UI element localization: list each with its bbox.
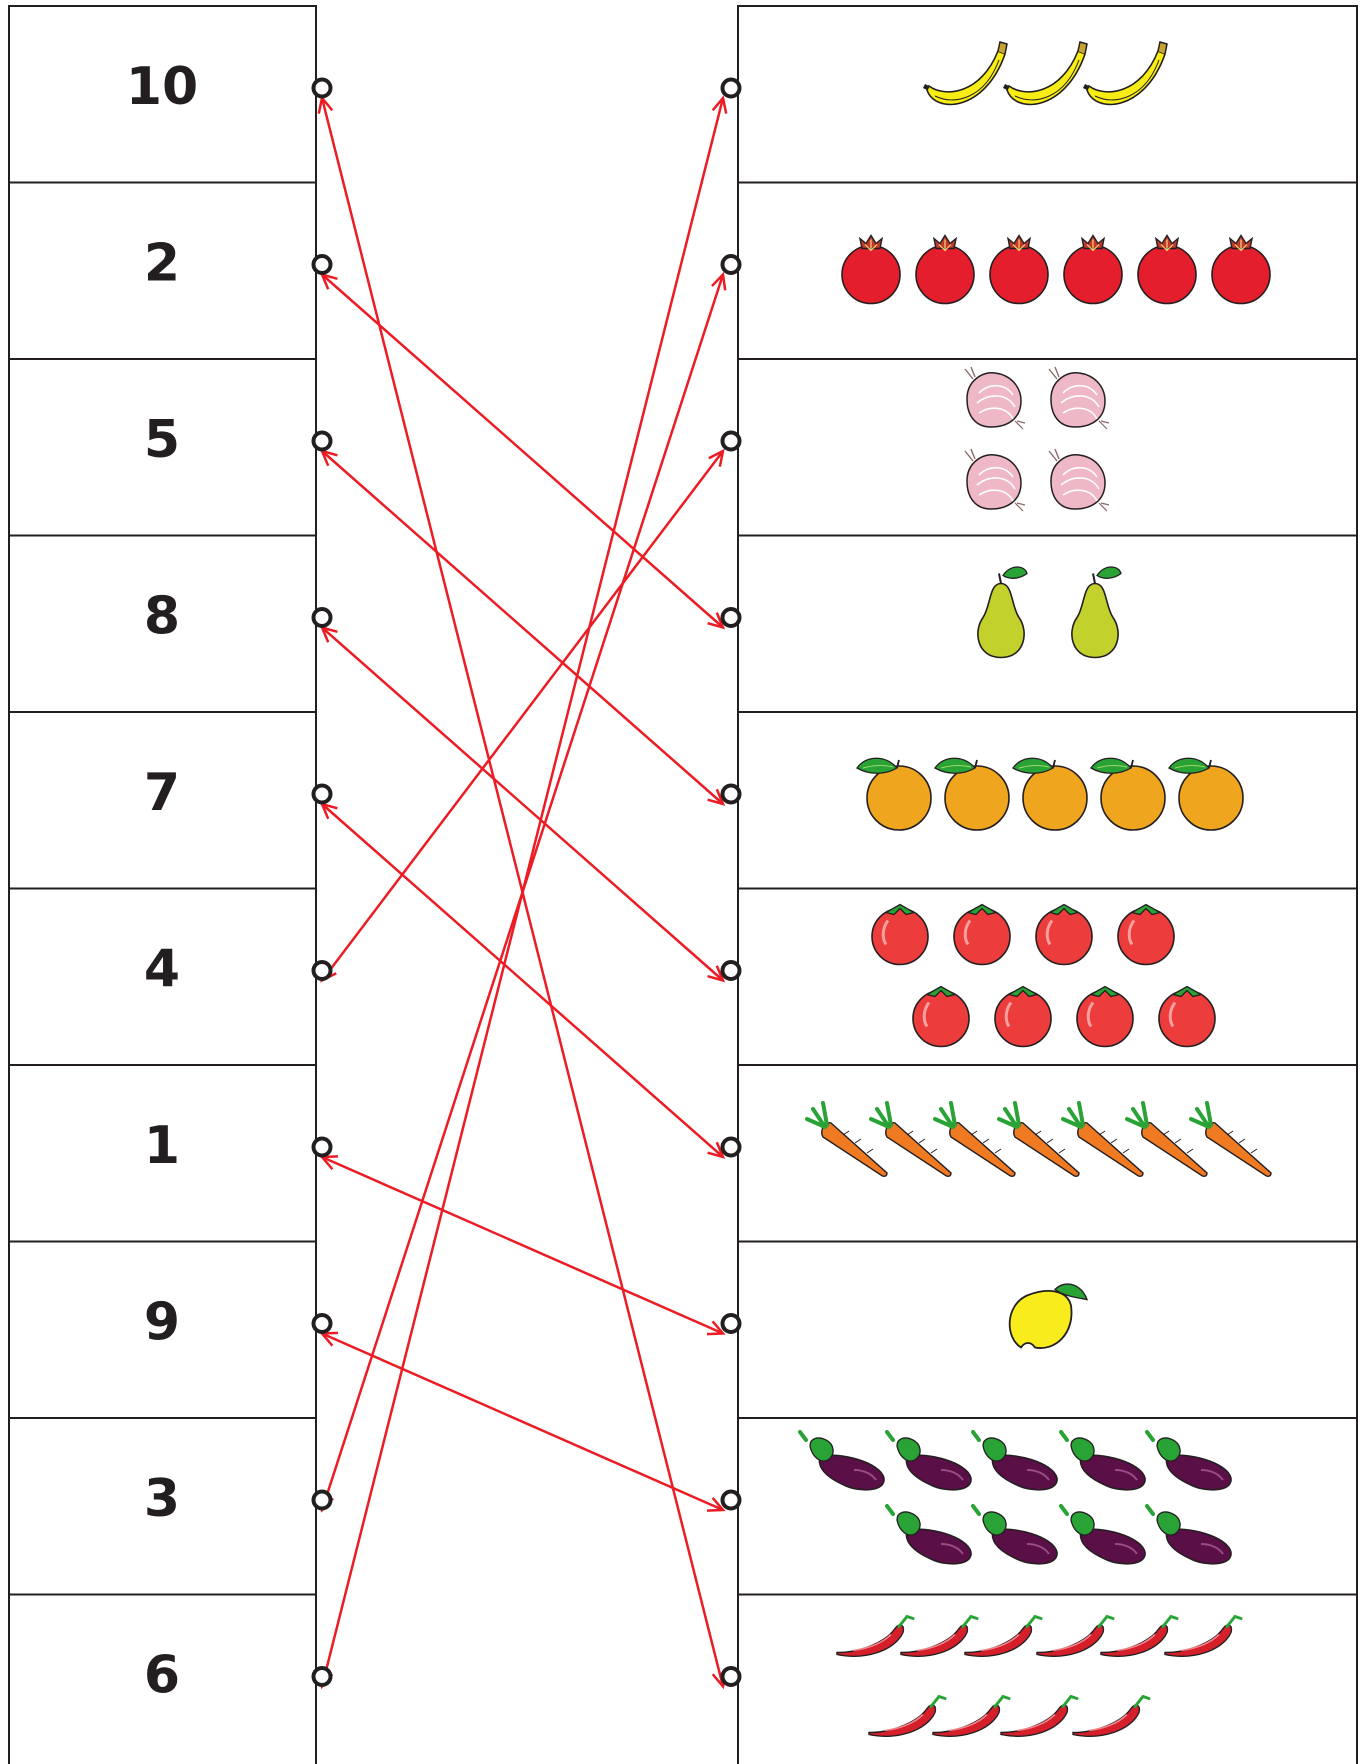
- number-label: 5: [144, 410, 180, 470]
- left-dot[interactable]: [314, 1315, 331, 1332]
- right-dot[interactable]: [723, 609, 740, 626]
- left-dot[interactable]: [314, 1668, 331, 1685]
- picture-row: [738, 1065, 1357, 1242]
- number-label: 7: [144, 763, 180, 823]
- number-row: 9: [9, 1242, 316, 1419]
- number-row: 10: [9, 6, 316, 183]
- number-row: 5: [9, 359, 316, 536]
- left-dot[interactable]: [314, 256, 331, 273]
- match-line: [322, 451, 723, 981]
- right-dot[interactable]: [723, 1492, 740, 1509]
- left-dot[interactable]: [314, 1492, 331, 1509]
- right-dot[interactable]: [723, 256, 740, 273]
- match-line: [322, 804, 723, 1157]
- picture-row: [738, 1242, 1357, 1419]
- number-label: 9: [144, 1293, 180, 1353]
- match-line: [319, 98, 726, 1687]
- right-dot[interactable]: [723, 786, 740, 803]
- connector-line: [322, 1334, 723, 1511]
- number-label: 6: [144, 1646, 180, 1706]
- number-label: 10: [126, 57, 198, 117]
- left-dot[interactable]: [314, 962, 331, 979]
- matching-lines: [319, 98, 726, 1687]
- number-row: 1: [9, 1065, 316, 1242]
- picture-row: [738, 1595, 1357, 1764]
- connector-line: [322, 1157, 723, 1334]
- right-dot[interactable]: [723, 962, 740, 979]
- right-dot[interactable]: [723, 80, 740, 97]
- number-row: 2: [9, 183, 316, 360]
- number-label: 4: [144, 940, 180, 1000]
- left-dot[interactable]: [314, 80, 331, 97]
- right-dot[interactable]: [723, 1668, 740, 1685]
- match-line: [322, 451, 723, 804]
- picture-row: [738, 1418, 1357, 1595]
- right-dot[interactable]: [723, 433, 740, 450]
- number-label: 2: [144, 234, 180, 294]
- connector-line: [322, 451, 723, 804]
- right-dot[interactable]: [723, 1315, 740, 1332]
- left-dot[interactable]: [314, 609, 331, 626]
- number-column: 10 2 5 8 7 4 1 9 3 6: [9, 6, 316, 1764]
- left-dot[interactable]: [314, 433, 331, 450]
- match-line: [322, 1156, 723, 1334]
- connector-line: [322, 275, 723, 628]
- number-row: 6: [9, 1595, 316, 1764]
- left-dot[interactable]: [314, 786, 331, 803]
- number-row: 8: [9, 536, 316, 713]
- number-row: 3: [9, 1418, 316, 1595]
- match-line: [322, 628, 723, 981]
- connector-line: [322, 451, 723, 981]
- connector-line: [322, 804, 723, 1157]
- number-label: 1: [144, 1116, 180, 1176]
- picture-cell: [738, 359, 1357, 536]
- match-line: [322, 275, 723, 628]
- picture-cell: [738, 536, 1357, 713]
- number-row: 7: [9, 712, 316, 889]
- number-row: 4: [9, 889, 316, 1066]
- picture-row: [738, 6, 1357, 183]
- left-dot[interactable]: [314, 1139, 331, 1156]
- match-line: [322, 1333, 723, 1511]
- picture-row: [738, 712, 1357, 889]
- connector-line: [322, 628, 723, 981]
- picture-row: [738, 359, 1357, 536]
- number-label: 3: [144, 1469, 180, 1529]
- picture-cell: [738, 1595, 1357, 1764]
- number-label: 8: [144, 587, 180, 647]
- picture-column: [738, 6, 1357, 1764]
- picture-row: [738, 183, 1357, 360]
- picture-row: [738, 889, 1357, 1066]
- picture-row: [738, 536, 1357, 713]
- right-dot[interactable]: [723, 1139, 740, 1156]
